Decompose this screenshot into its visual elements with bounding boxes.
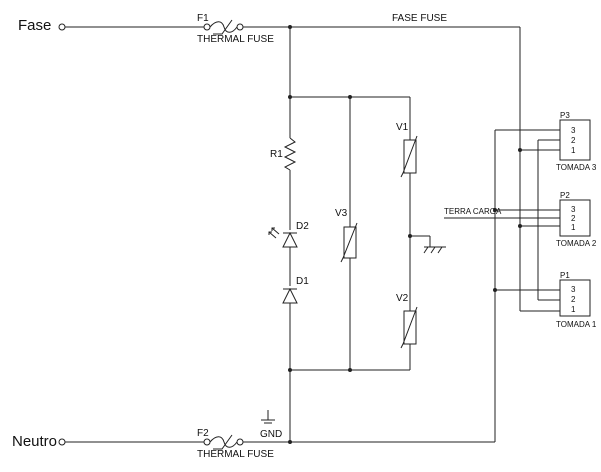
- neutro-terminal: [58, 438, 66, 446]
- v3-label: V3: [335, 208, 348, 219]
- fase-wire: [65, 26, 521, 311]
- outlet-p3-pin-2: 2: [571, 136, 576, 145]
- outlet-p2-name: TOMADA 2: [556, 239, 597, 248]
- neutro-wire: [65, 130, 496, 443]
- gnd-symbol: [261, 410, 275, 424]
- d1-label: D1: [296, 276, 309, 287]
- f1-label: F1: [197, 13, 209, 24]
- outlet-p2-pin-1: 1: [571, 223, 576, 232]
- varistor-v3: [340, 222, 358, 263]
- outlet-p2: P2 3 2 1 TOMADA 2: [556, 191, 597, 248]
- outlet-p3: P3 3 2 1 TOMADA 3: [556, 111, 597, 172]
- outlet-p1-pin-3: 3: [571, 285, 576, 294]
- outlet-p1-pin-2: 2: [571, 295, 576, 304]
- r1-label: R1: [270, 149, 283, 160]
- terra-carga-label: TERRA CARGA: [444, 207, 502, 216]
- outlet-p3-pin-1: 1: [571, 146, 576, 155]
- chassis-ground-symbol: [410, 235, 446, 254]
- v2-label: V2: [396, 293, 409, 304]
- led-light-icon: [268, 227, 280, 239]
- thermal-fuse-bottom-label: THERMAL FUSE: [197, 449, 274, 460]
- neutro-label: Neutro: [12, 433, 57, 450]
- outlet-p1: P1 3 2 1 TOMADA 1: [556, 271, 597, 329]
- outlet-p1-name: TOMADA 1: [556, 320, 597, 329]
- outlet-p1-ref: P1: [560, 271, 570, 280]
- outlet-p2-ref: P2: [560, 191, 570, 200]
- outlet-p3-name: TOMADA 3: [556, 163, 597, 172]
- d2-label: D2: [296, 221, 309, 232]
- varistor-v2: [400, 306, 418, 349]
- f2-label: F2: [197, 428, 209, 439]
- outlet-p3-ref: P3: [560, 111, 570, 120]
- fase-terminal: [58, 23, 66, 31]
- outlet-wiring: [444, 129, 560, 312]
- outlet-p2-pin-3: 3: [571, 205, 576, 214]
- outlet-p1-pin-1: 1: [571, 305, 576, 314]
- thermal-fuse-f2: [203, 434, 244, 450]
- v1-label: V1: [396, 122, 409, 133]
- gnd-label: GND: [260, 429, 282, 440]
- thermal-fuse-top-label: THERMAL FUSE: [197, 34, 274, 45]
- outlet-p2-pin-2: 2: [571, 214, 576, 223]
- varistor-v1: [400, 135, 418, 178]
- junction-dots: [288, 25, 522, 444]
- led-indicator-branch: [282, 27, 298, 442]
- fase-label: Fase: [18, 17, 51, 34]
- thermal-fuse-f1: [203, 19, 244, 35]
- fase-fuse-label: FASE FUSE: [392, 13, 447, 24]
- outlet-p3-pin-3: 3: [571, 126, 576, 135]
